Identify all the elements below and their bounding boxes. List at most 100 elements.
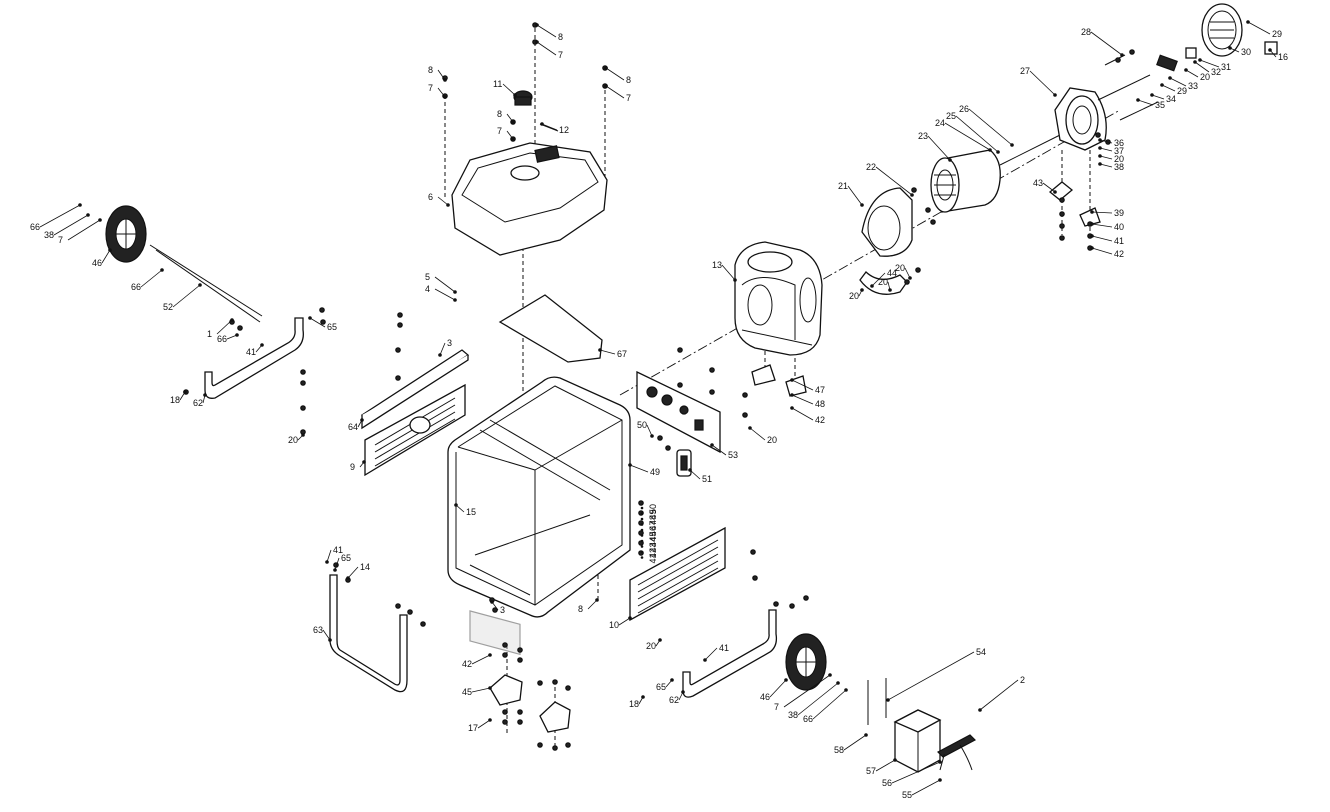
fastener: [319, 307, 325, 313]
fastener: [665, 445, 671, 451]
callout-leader: [1247, 21, 1271, 35]
callout-leader: [587, 599, 598, 610]
callout-point: [511, 137, 515, 141]
fastener: [709, 389, 715, 395]
fastener: [517, 719, 523, 725]
fastener: [709, 367, 715, 373]
callout-leader: [1185, 69, 1199, 78]
callout-65: 65: [656, 682, 666, 692]
fastener: [397, 312, 403, 318]
stacked-callout-point: [640, 556, 644, 559]
callout-point: [513, 93, 517, 97]
callout-point: [1098, 162, 1102, 166]
callout-3: 3: [447, 338, 452, 348]
callout-leader: [502, 83, 516, 96]
callout-leader: [216, 319, 233, 335]
stacked-callout-point: [640, 528, 644, 532]
callout-point: [938, 778, 942, 782]
callout-8: 8: [626, 75, 631, 85]
callout-38: 38: [788, 710, 798, 720]
callout-26: 26: [959, 104, 969, 114]
callout-20: 20: [646, 641, 656, 651]
callout-leader: [1169, 77, 1187, 87]
callout-leader: [347, 566, 359, 579]
stacked-callout-point: [640, 545, 644, 548]
callout-7: 7: [558, 50, 563, 60]
callout-point: [1053, 190, 1057, 194]
callout-22: 22: [866, 162, 876, 172]
callout-23: 23: [918, 131, 928, 141]
callout-point: [864, 733, 868, 737]
callout-49: 49: [650, 467, 660, 477]
fastener: [803, 595, 809, 601]
callout-41: 41: [719, 643, 729, 653]
callout-leader: [437, 69, 446, 81]
fastener: [517, 647, 523, 653]
fastener: [565, 685, 571, 691]
callout-28: 28: [1081, 27, 1091, 37]
callout-point: [893, 758, 897, 762]
callout-point: [1198, 58, 1202, 62]
fastener: [904, 279, 910, 285]
callout-leader: [1137, 99, 1154, 106]
callout-27: 27: [1020, 66, 1030, 76]
callout-point: [488, 718, 492, 722]
callout-leader: [1099, 163, 1113, 168]
callout-point: [203, 393, 207, 397]
fastener: [502, 652, 508, 658]
callout-41: 41: [1114, 236, 1124, 246]
callout-45: 45: [462, 687, 472, 697]
callout-leader: [791, 379, 814, 391]
callout-18: 18: [170, 395, 180, 405]
callout-leader: [689, 469, 701, 480]
callout-leader: [1099, 139, 1113, 144]
callout-7: 7: [774, 702, 779, 712]
handle-right: [682, 609, 778, 698]
callout-8: 8: [578, 604, 583, 614]
callout-12: 12: [559, 125, 569, 135]
callout-leader: [172, 284, 201, 308]
callout-point: [333, 568, 337, 572]
callout-point: [1160, 83, 1164, 87]
callout-leader: [911, 779, 941, 796]
callout-20: 20: [767, 435, 777, 445]
fastener: [1059, 235, 1065, 241]
callout-34: 34: [1166, 94, 1176, 104]
alternator-feet: [1048, 181, 1101, 227]
callout-point: [1090, 210, 1094, 214]
callout-leader: [437, 87, 446, 98]
wheel-left: [105, 205, 147, 263]
callout-57: 57: [866, 766, 876, 776]
fastener: [237, 325, 243, 331]
fastener: [565, 742, 571, 748]
callout-point: [78, 203, 82, 207]
callout-41: 41: [246, 347, 256, 357]
callout-point: [604, 66, 608, 70]
callout-leader: [847, 185, 863, 206]
callout-point: [828, 673, 832, 677]
callout-25: 25: [946, 111, 956, 121]
callout-30: 30: [1241, 47, 1251, 57]
fastener: [395, 375, 401, 381]
callout-39: 39: [1114, 208, 1124, 218]
callout-62: 62: [669, 695, 679, 705]
callout-leader: [39, 204, 81, 228]
fastener: [750, 549, 756, 555]
callout-65: 65: [341, 553, 351, 563]
callout-46: 46: [760, 692, 770, 702]
callout-point: [301, 433, 305, 437]
wheel-right: [785, 633, 827, 691]
callout-leader: [67, 219, 101, 241]
callout-40: 40: [1114, 222, 1124, 232]
fastener: [537, 742, 543, 748]
callout-7: 7: [428, 83, 433, 93]
fastener: [492, 607, 498, 613]
battery-tray: [937, 734, 976, 758]
callout-point: [703, 658, 707, 662]
fastener: [657, 435, 663, 441]
callout-point: [540, 122, 544, 126]
fastener: [300, 380, 306, 386]
stacked-callout-45: 45: [648, 531, 658, 541]
callout-20: 20: [288, 435, 298, 445]
